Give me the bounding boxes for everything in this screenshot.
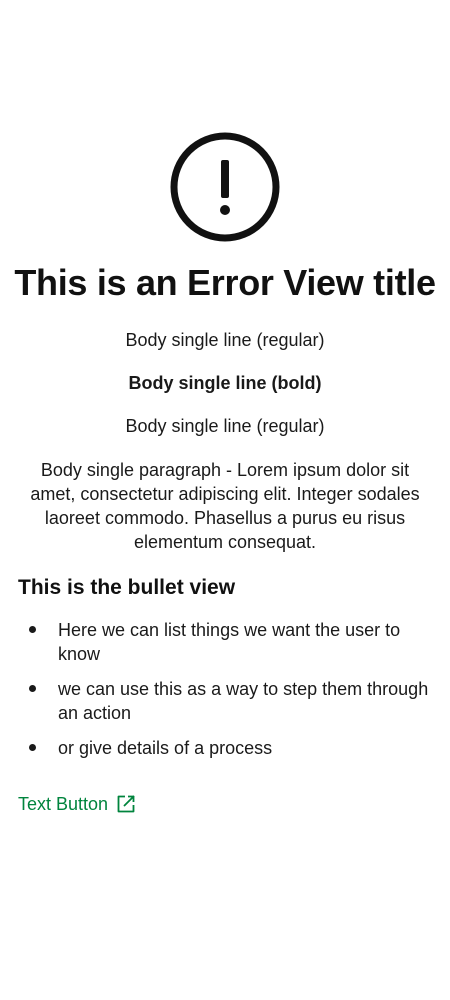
bullet-item-3: or give details of a process	[18, 736, 432, 760]
exclamation-circle-icon	[170, 132, 280, 242]
text-button-label: Text Button	[18, 794, 109, 814]
external-link-icon	[117, 795, 135, 813]
error-title: This is an Error View title	[14, 262, 436, 303]
body-paragraph: Body single paragraph - Lorem ipsum dolo…	[30, 460, 420, 552]
bullet-item-text: or give details of a process	[58, 738, 273, 758]
bullet-item-2: we can use this as a way to step them th…	[18, 677, 432, 725]
bullet-heading: This is the bullet view	[18, 576, 236, 599]
body-line-regular-2: Body single line (regular)	[125, 416, 325, 436]
bullet-dot	[29, 626, 36, 633]
bullet-list: Here we can list things we want the user…	[18, 618, 432, 771]
body-line-bold: Body single line (bold)	[128, 373, 322, 393]
bullet-dot	[29, 744, 36, 751]
bullet-item-text: Here we can list things we want the user…	[58, 620, 401, 664]
body-line-regular-1: Body single line (regular)	[125, 330, 325, 350]
bullet-item-text: we can use this as a way to step them th…	[58, 679, 429, 723]
text-button[interactable]: Text Button	[18, 790, 136, 818]
bullet-dot	[29, 685, 36, 692]
bullet-item-1: Here we can list things we want the user…	[18, 618, 432, 666]
